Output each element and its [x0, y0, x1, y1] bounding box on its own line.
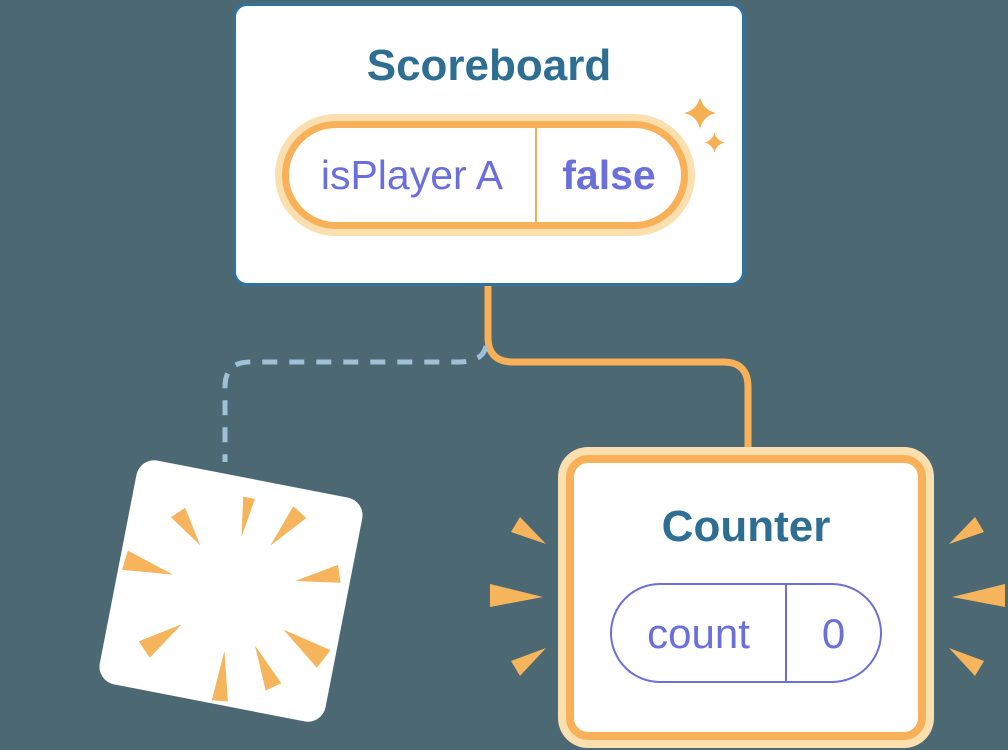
- state-label: count: [647, 609, 750, 657]
- counter-card: Counter count 0: [566, 455, 926, 740]
- scoreboard-title: Scoreboard: [366, 41, 612, 90]
- poof-burst-icon: [122, 496, 341, 702]
- emphasis-rays-left-icon: [490, 517, 546, 676]
- pill-divider: [535, 128, 537, 222]
- pill-divider: [785, 585, 787, 681]
- connector-scoreboard-to-removed-dashed: [222, 345, 489, 462]
- connector-scoreboard-to-counter: [484, 282, 752, 458]
- counter-state-pill: count 0: [610, 583, 882, 683]
- scoreboard-state-pill: isPlayer A false: [282, 121, 688, 229]
- removed-component-card: [96, 457, 366, 725]
- state-value: false: [562, 151, 656, 198]
- state-label: isPlayer A: [320, 151, 504, 198]
- scoreboard-card: Scoreboard isPlayer A false: [233, 3, 745, 286]
- emphasis-rays-right-icon: [949, 517, 1005, 676]
- state-value: 0: [821, 609, 846, 657]
- counter-title: Counter: [661, 502, 831, 551]
